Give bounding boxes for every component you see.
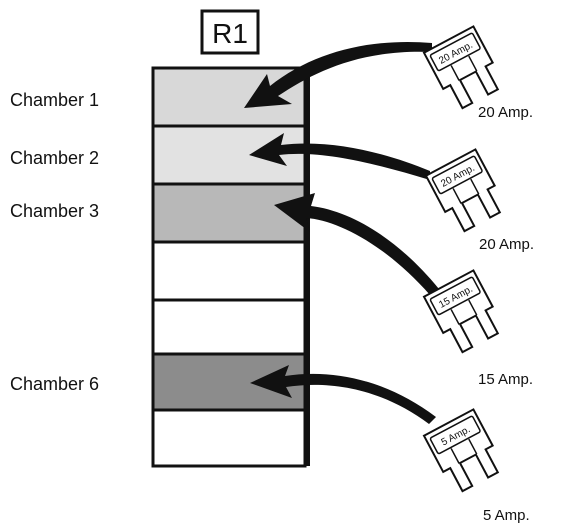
arrows	[244, 41, 439, 424]
fuse-4-right-rib	[468, 438, 478, 455]
fuse-block-right-shadow	[305, 75, 310, 466]
fuse-2-right-rib	[470, 178, 480, 195]
chamber-3	[151, 182, 307, 244]
chamber-1	[151, 66, 307, 128]
fuse-3-label-plate	[429, 276, 481, 316]
fuse-4-caption: 5 Amp.	[483, 507, 530, 524]
fuse-block	[151, 66, 310, 468]
fuse-1-left-rib	[450, 65, 460, 81]
fuse-2: 20 Amp.	[424, 148, 502, 233]
relay-label-box: R1	[200, 9, 260, 55]
chamber-1-label: Chamber 1	[10, 90, 99, 110]
fuse-4: 5 Amp.	[422, 408, 500, 493]
arrow-fuse-4	[250, 365, 436, 424]
fuse-2-caption: 20 Amp.	[479, 236, 534, 253]
relay-label: R1	[212, 18, 248, 49]
fuse-1: 20 Amp.	[422, 25, 500, 110]
fuse-3-caption: 15 Amp.	[478, 371, 533, 388]
arrow-fuse-1	[244, 41, 432, 108]
fuse-3: 15 Amp.	[422, 269, 500, 354]
fuse-3-right-rib	[468, 299, 478, 316]
arrow-fuse-2	[249, 133, 430, 180]
arrow-fuse-3	[274, 193, 439, 295]
fuse-4-label-plate	[429, 415, 481, 455]
fuse-3-left-rib	[450, 309, 460, 325]
fuse-4-left-rib	[450, 448, 460, 464]
chamber-3-label: Chamber 3	[10, 201, 99, 221]
chamber-5	[151, 298, 307, 356]
relay-label-frame	[200, 9, 260, 55]
fuse-2-label-plate	[431, 155, 483, 195]
chamber-6-label: Chamber 6	[10, 374, 99, 394]
fuse-2-left-rib	[452, 188, 462, 204]
chamber-7	[151, 408, 307, 468]
chamber-2-label: Chamber 2	[10, 148, 99, 168]
fuse-1-label-plate	[429, 32, 481, 72]
fuse-1-right-rib	[468, 55, 478, 72]
chamber-4	[151, 240, 307, 302]
fuse-1-caption: 20 Amp.	[478, 104, 533, 121]
